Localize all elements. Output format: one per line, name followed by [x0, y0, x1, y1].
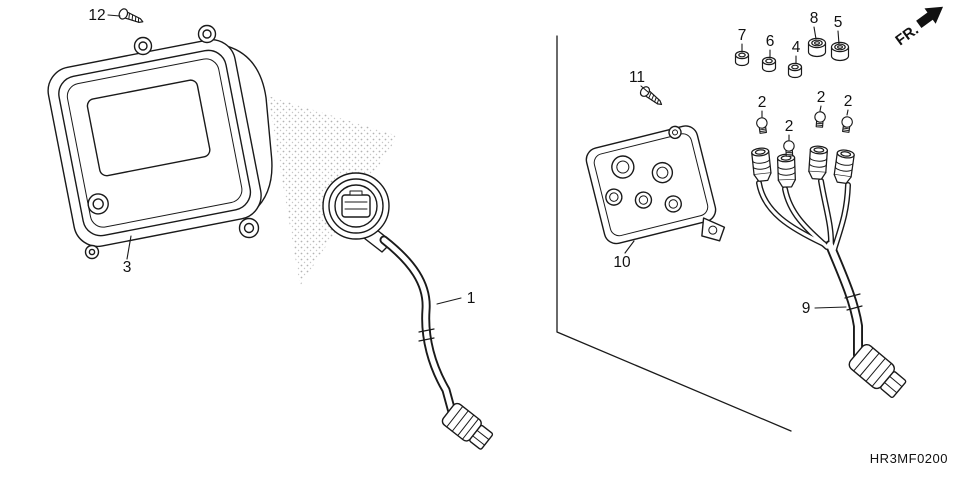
cable-end-connector	[441, 402, 494, 450]
bulb-socket-icon	[750, 146, 773, 183]
wire-harness	[750, 144, 907, 399]
callout-3: 3	[123, 259, 132, 276]
grommet-6-icon	[761, 56, 777, 73]
callout-10: 10	[613, 254, 631, 271]
bulb-2-icon	[755, 116, 770, 135]
callout-6: 6	[766, 33, 775, 50]
view-divider-line	[556, 35, 792, 432]
callout-8: 8	[810, 10, 819, 27]
callout-9: 9	[802, 300, 811, 317]
bulb-socket-icon	[807, 144, 829, 181]
screw-12-icon	[116, 6, 146, 28]
bulb-socket-icon	[776, 153, 797, 188]
bulb-2-icon	[813, 110, 827, 129]
screw-11-icon	[637, 84, 666, 110]
fr-arrow-icon	[916, 6, 944, 28]
meter-mounting-tabs	[84, 24, 260, 260]
callout-5: 5	[834, 14, 843, 31]
fr-direction-arrow: FR.	[892, 6, 944, 49]
callout-2b: 2	[785, 118, 794, 135]
callout-2d: 2	[844, 93, 853, 110]
socket-cap-8-icon	[807, 37, 827, 58]
callout-12: 12	[88, 7, 105, 24]
callout-2a: 2	[758, 94, 767, 111]
fr-label: FR.	[892, 21, 922, 49]
callout-7: 7	[738, 27, 747, 44]
meter-assembly	[47, 24, 273, 260]
rear-cover-plate	[585, 125, 726, 245]
callout-4: 4	[792, 39, 801, 56]
callout-2c: 2	[817, 89, 826, 106]
callout-1: 1	[467, 290, 476, 307]
meter-display-window	[86, 79, 211, 177]
leader-lines	[107, 14, 849, 309]
meter-socket-cable	[322, 172, 494, 450]
grommet-4-icon	[787, 62, 803, 79]
grommet-7-icon	[734, 50, 750, 67]
bulb-2-icon	[839, 115, 854, 134]
diagram-code: HR3MF0200	[870, 451, 948, 466]
bulb-socket-icon	[832, 148, 856, 185]
socket-cap-5-icon	[830, 41, 850, 62]
callout-11: 11	[629, 69, 645, 86]
harness-connector	[848, 343, 907, 399]
main-cable	[379, 235, 457, 417]
